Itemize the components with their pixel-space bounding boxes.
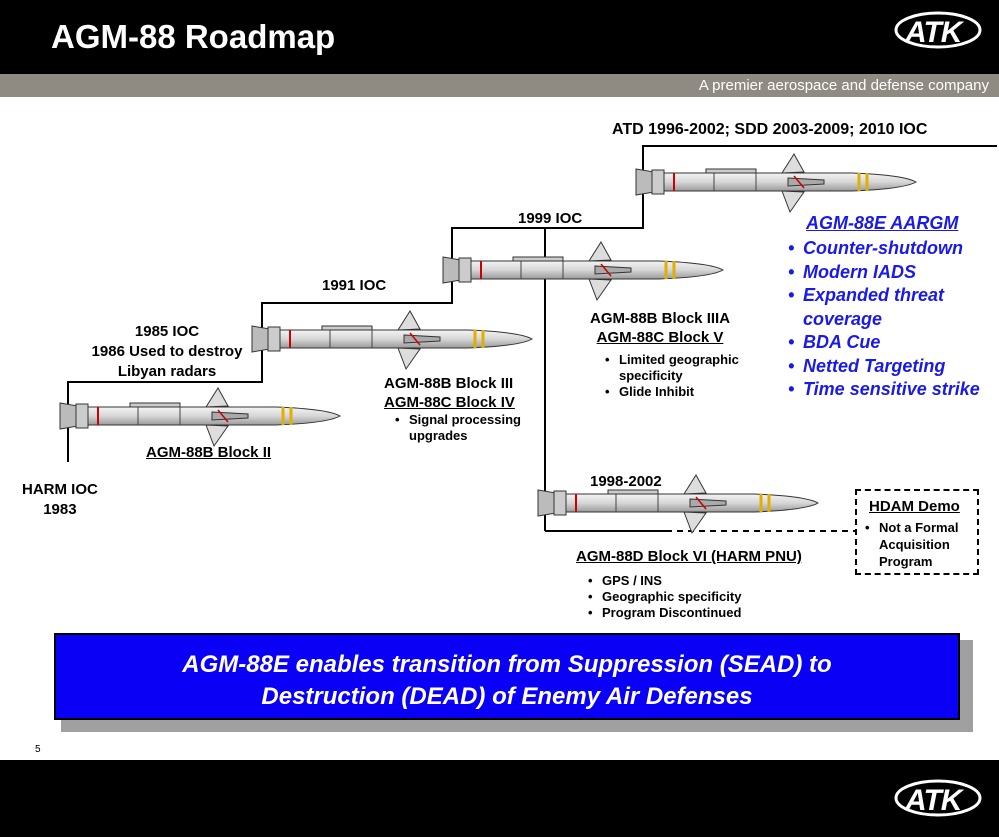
block2-label: AGM-88B Block II bbox=[146, 444, 272, 461]
block3-bullet-text: Signal processing upgrades bbox=[409, 412, 521, 443]
hdam-bullet-text: Not a Formal Acquisition Program bbox=[879, 520, 959, 569]
aargm-bullet-text: BDA Cue bbox=[803, 332, 881, 352]
banner-text: AGM-88E enables transition from Suppress… bbox=[56, 649, 958, 713]
span-1998-label: 1998-2002 bbox=[590, 473, 662, 490]
atd-label: ATD 1996-2002; SDD 2003-2009; 2010 IOC bbox=[612, 121, 928, 138]
aargm-bullet: BDA Cue bbox=[788, 331, 998, 355]
tagline-bar: A premier aerospace and defense company bbox=[0, 74, 999, 97]
aargm-bullet: Modern IADS bbox=[788, 261, 998, 285]
harm-ioc-line1: HARM IOC bbox=[22, 481, 98, 498]
footer-bar: ATK bbox=[0, 760, 999, 837]
aargm-bullet-text: Expanded threat coverage bbox=[803, 285, 945, 329]
hdam-bullet: Not a Formal Acquisition Program bbox=[863, 519, 973, 570]
harm-ioc-line2: 1983 bbox=[43, 501, 77, 518]
block6-bullets: GPS / INS Geographic specificity Program… bbox=[586, 573, 741, 621]
header-bar: AGM-88 Roadmap ATK bbox=[0, 0, 999, 74]
block3-bullets: Signal processing upgrades bbox=[393, 412, 543, 444]
aargm-bullet: Time sensitive strike bbox=[788, 378, 998, 402]
aargm-bullet-text: Counter-shutdown bbox=[803, 238, 963, 258]
hdam-title: HDAM Demo bbox=[869, 498, 960, 515]
ioc-1991-label: 1991 IOC bbox=[322, 277, 387, 294]
aargm-bullet-text: Netted Targeting bbox=[803, 355, 946, 376]
block3-label: AGM-88B Block III AGM-88C Block IV bbox=[384, 374, 515, 412]
logo-text: ATK bbox=[905, 16, 962, 49]
ioc-1985-label: 1985 IOC 1986 Used to destroy Libyan rad… bbox=[83, 322, 251, 382]
block6-bullet-text: Program Discontinued bbox=[602, 605, 742, 620]
missile-block6 bbox=[536, 473, 820, 535]
missile-aargm bbox=[634, 152, 918, 214]
summary-banner: AGM-88E enables transition from Suppress… bbox=[54, 633, 960, 720]
block6-bullet: Program Discontinued bbox=[586, 605, 741, 621]
block6-bullet: Geographic specificity bbox=[586, 589, 741, 605]
aargm-bullet: Netted Targeting bbox=[788, 355, 998, 379]
block3a-bullet: Limited geographic specificity bbox=[603, 352, 763, 384]
ioc-1985-line2: 1986 Used to destroy bbox=[91, 343, 243, 360]
footer-logo-text: ATK bbox=[905, 784, 962, 817]
block6-bullet-text: GPS / INS bbox=[602, 573, 662, 588]
block3a-line2: AGM-88C Block V bbox=[596, 329, 724, 346]
tagline: A premier aerospace and defense company bbox=[698, 77, 989, 94]
ioc-1985-line3: Libyan radars bbox=[117, 363, 217, 380]
block3a-label: AGM-88B Block IIIA AGM-88C Block V bbox=[590, 309, 730, 347]
page-number: 5 bbox=[35, 744, 41, 755]
atk-logo: ATK bbox=[894, 11, 982, 50]
aargm-bullets: Counter-shutdown Modern IADS Expanded th… bbox=[788, 237, 998, 402]
block3a-bullets: Limited geographic specificity Glide Inh… bbox=[603, 352, 763, 400]
missile-block3a bbox=[441, 240, 725, 302]
block3-line2: AGM-88C Block IV bbox=[384, 394, 515, 411]
block3a-bullet: Glide Inhibit bbox=[603, 384, 763, 400]
block3-bullet: Signal processing upgrades bbox=[393, 412, 543, 444]
harm-ioc-label: HARM IOC 1983 bbox=[22, 480, 98, 520]
banner-line1: AGM-88E enables transition from Suppress… bbox=[182, 651, 832, 678]
block6-bullet: GPS / INS bbox=[586, 573, 741, 589]
aargm-title: AGM-88E AARGM bbox=[806, 213, 959, 233]
footer-logo-swoosh bbox=[894, 779, 982, 817]
block3-line1: AGM-88B Block III bbox=[384, 375, 514, 392]
aargm-bullet-text: Modern IADS bbox=[803, 261, 917, 282]
aargm-bullet: Expanded threat coverage bbox=[788, 284, 998, 331]
missile-block2 bbox=[58, 386, 342, 448]
ioc-1985-line1: 1985 IOC bbox=[134, 323, 200, 340]
hdam-bullets: Not a Formal Acquisition Program bbox=[863, 519, 973, 570]
ioc-1999-label: 1999 IOC bbox=[518, 210, 583, 227]
hdam-box: HDAM Demo Not a Formal Acquisition Progr… bbox=[855, 489, 979, 575]
block6-bullet-text: Geographic specificity bbox=[602, 589, 742, 604]
block6-label: AGM-88D Block VI (HARM PNU) bbox=[576, 548, 802, 565]
block3a-bullet-text: Glide Inhibit bbox=[619, 384, 695, 399]
block3a-line1: AGM-88B Block IIIA bbox=[590, 310, 731, 327]
banner-line2: Destruction (DEAD) of Enemy Air Defenses bbox=[261, 683, 753, 710]
atk-footer-logo: ATK bbox=[894, 779, 982, 818]
logo-swoosh bbox=[894, 11, 982, 49]
page-title: AGM-88 Roadmap bbox=[51, 18, 336, 55]
missile-block3 bbox=[250, 309, 534, 371]
aargm-bullet-text: Time sensitive strike bbox=[803, 379, 980, 399]
aargm-bullet: Counter-shutdown bbox=[788, 237, 998, 261]
block3a-bullet-text: Limited geographic specificity bbox=[619, 352, 739, 383]
